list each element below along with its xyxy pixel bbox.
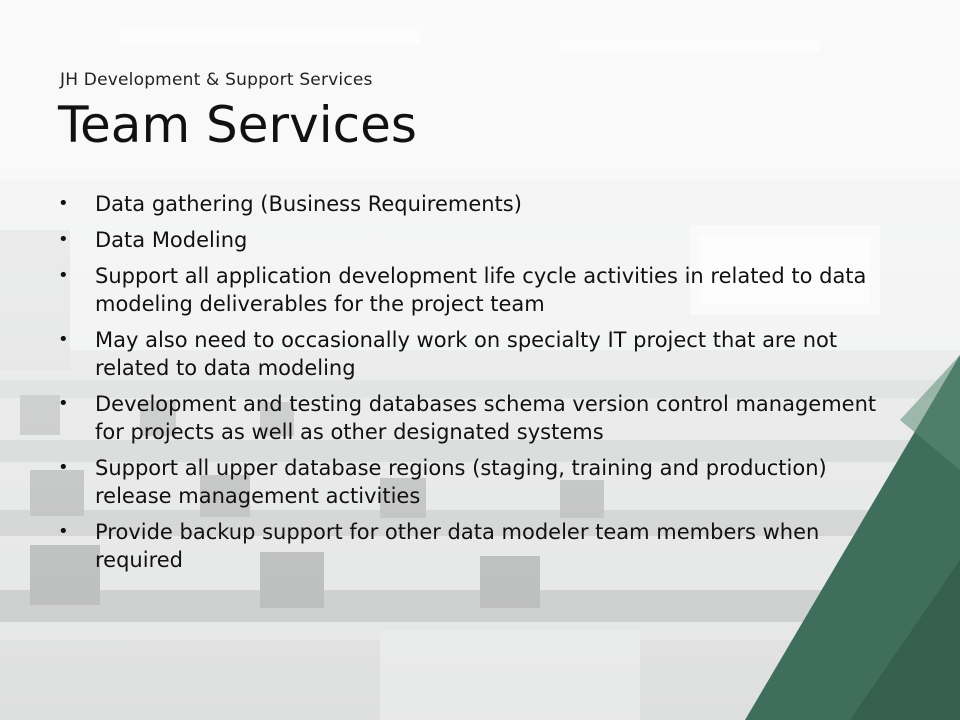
bullet-icon: • bbox=[58, 457, 69, 478]
bullet-item: • Development and testing databases schem… bbox=[58, 390, 908, 446]
slide-subtitle: JH Development & Support Services bbox=[60, 70, 373, 90]
bullet-text: Support all upper database regions (stag… bbox=[95, 456, 827, 508]
bullet-item: • May also need to occasionally work on s… bbox=[58, 326, 908, 382]
bullet-item: • Provide backup support for other data m… bbox=[58, 518, 908, 574]
bullet-icon: • bbox=[58, 193, 69, 214]
bullet-text: Data Modeling bbox=[95, 228, 248, 252]
bullet-text: Support all application development life… bbox=[95, 264, 867, 316]
bullet-item: • Data Modeling bbox=[58, 226, 908, 254]
bullet-item: • Data gathering (Business Requirements) bbox=[58, 190, 908, 218]
bullet-list: •Data gathering (Business Requirements)•… bbox=[58, 190, 908, 582]
bullet-text: Development and testing databases schema… bbox=[95, 392, 877, 444]
bullet-icon: • bbox=[58, 521, 69, 542]
bullet-icon: • bbox=[58, 393, 69, 414]
bullet-icon: • bbox=[58, 329, 69, 350]
bullet-icon: • bbox=[58, 229, 69, 250]
bullet-text: Provide backup support for other data mo… bbox=[95, 520, 820, 572]
bullet-item: • Support all upper database regions (sta… bbox=[58, 454, 908, 510]
bullet-text: May also need to occasionally work on sp… bbox=[95, 328, 838, 380]
bullet-text: Data gathering (Business Requirements) bbox=[95, 192, 522, 216]
bullet-icon: • bbox=[58, 265, 69, 286]
bullet-item: • Support all application development lif… bbox=[58, 262, 908, 318]
slide-title: Team Services bbox=[58, 96, 417, 154]
